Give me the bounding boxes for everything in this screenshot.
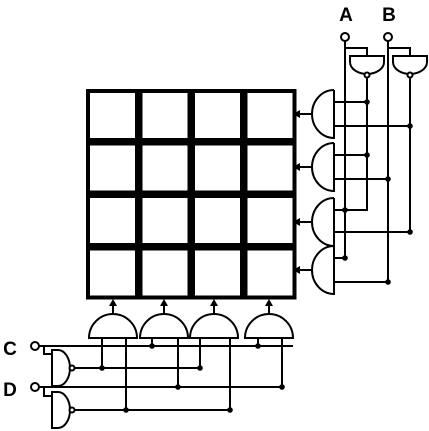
inverter-gate-d: [51, 391, 71, 429]
input-label-a: A: [339, 5, 353, 26]
inverter-gate-c: [51, 349, 71, 387]
matrix-cell-r1-c1: [86, 89, 139, 142]
input-label-d: D: [3, 380, 17, 401]
row-arrow-head-2: [293, 163, 300, 171]
inverter-gates: [51, 55, 428, 429]
matrix-cell-r2-c3: [191, 141, 244, 195]
matrix-cell-r1-c4: [243, 89, 297, 142]
matrix-cell-r4-c4: [243, 246, 297, 300]
matrix-cell-r4-c1: [86, 246, 139, 300]
row-gate-4: [311, 245, 335, 296]
row-gate-2: [311, 142, 335, 193]
column-gate-2: [138, 313, 190, 339]
wiring: [37, 41, 411, 411]
matrix-cell-r3-c2: [138, 194, 192, 247]
matrix-cell-r3-c1: [86, 194, 139, 247]
column-gate-1: [87, 313, 139, 339]
matrix-cell-r3-c3: [191, 194, 244, 247]
column-gate-3: [188, 313, 240, 339]
column-arrow-head-1: [109, 299, 117, 306]
matrix-cell-r2-c1: [86, 141, 139, 195]
matrix-cell-r3-c4: [243, 194, 297, 247]
column-arrow-head-3: [210, 299, 218, 306]
matrix-cell-r2-c2: [138, 141, 192, 195]
column-arrow-head-2: [160, 299, 168, 306]
row-arrow-head-3: [293, 218, 300, 226]
matrix-cell-r1-c3: [191, 89, 244, 142]
input-terminals: [30, 32, 393, 392]
matrix-cell-r4-c2: [138, 246, 192, 300]
matrix-cell-r4-c3: [191, 246, 244, 300]
row-arrow-head-4: [293, 266, 300, 274]
terminal-d: [30, 382, 40, 392]
cell-matrix: [86, 89, 297, 300]
row-gate-3: [311, 197, 335, 248]
terminal-c: [30, 341, 40, 351]
column-arrow-head-4: [265, 299, 273, 306]
input-label-c: C: [3, 339, 17, 360]
terminal-b: [383, 32, 393, 42]
input-label-b: B: [382, 5, 396, 26]
and-gates: [87, 89, 335, 339]
row-arrow-head-1: [293, 110, 300, 118]
terminal-a: [340, 32, 350, 42]
junction-dots: [99, 99, 413, 413]
column-gate-4: [243, 313, 295, 339]
matrix-cell-r2-c4: [243, 141, 297, 195]
inverter-gate-b: [392, 55, 428, 75]
inverter-gate-a: [349, 55, 385, 75]
row-gate-1: [311, 89, 335, 140]
matrix-cell-r1-c2: [138, 89, 192, 142]
